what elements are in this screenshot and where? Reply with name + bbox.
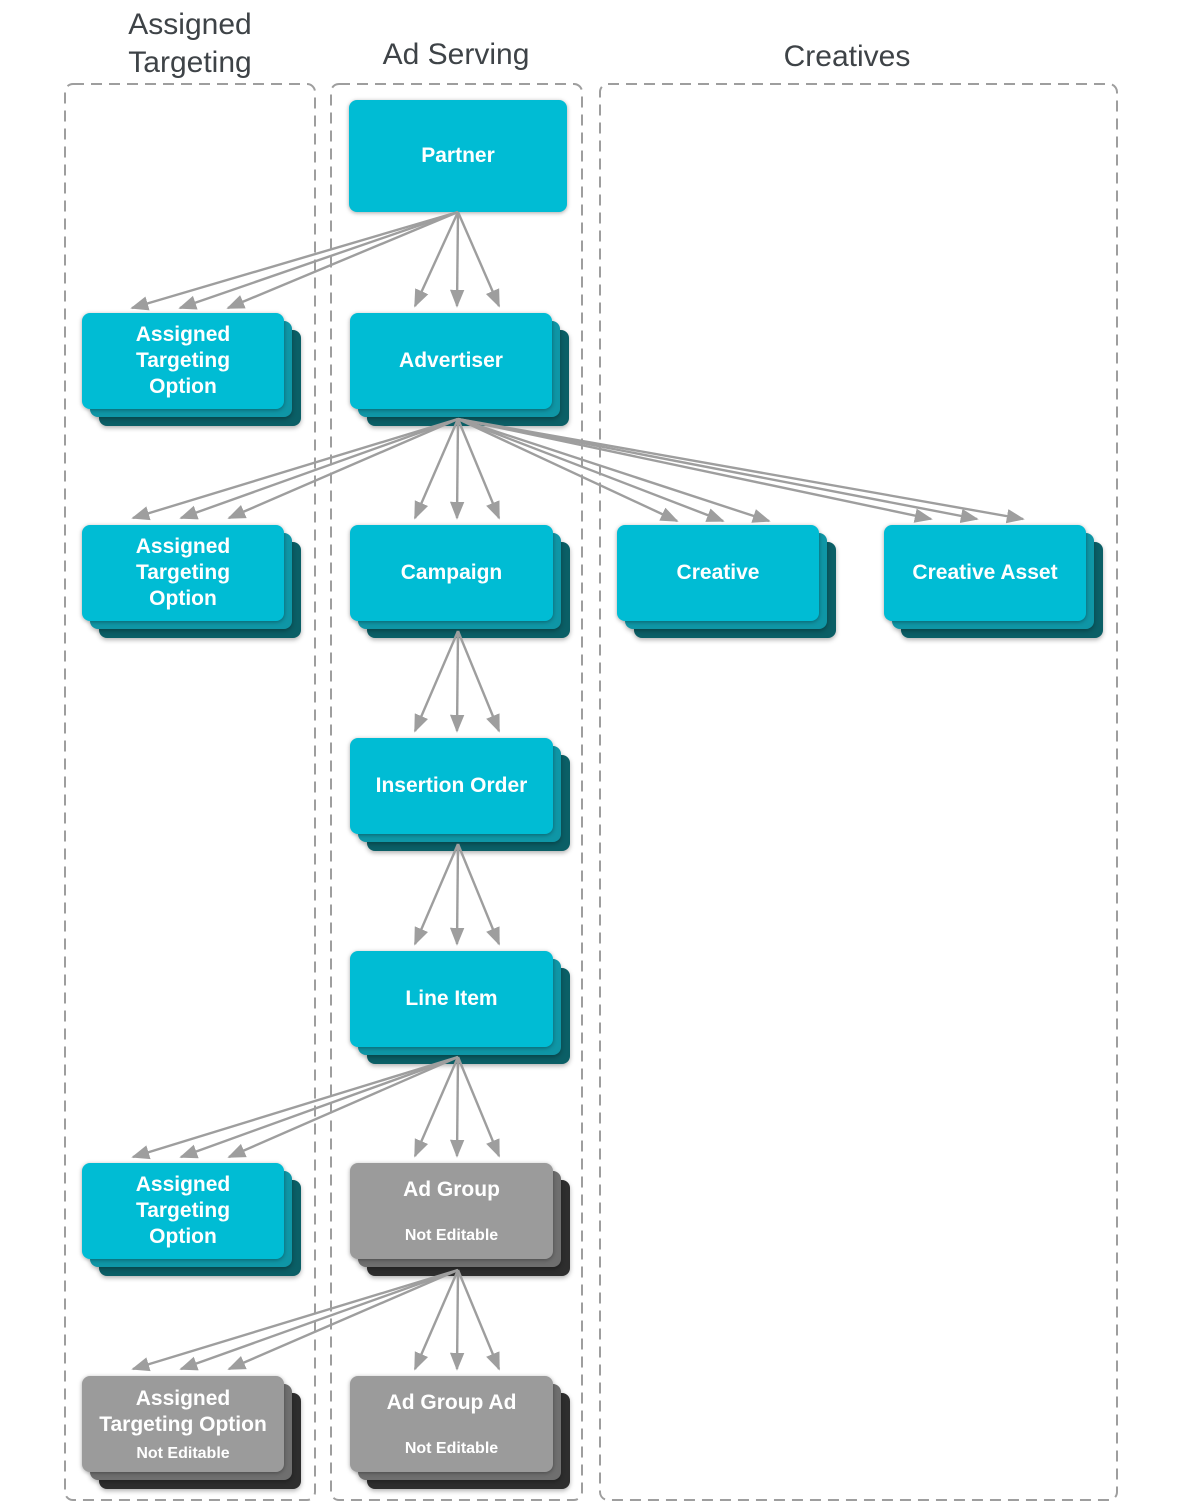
node-face: Advertiser	[350, 313, 552, 409]
node-label: Ad Group	[403, 1178, 500, 1201]
node-label: Assigned Targeting Option	[135, 1173, 231, 1248]
node-face: Insertion Order	[350, 738, 553, 834]
node-label: Partner	[421, 144, 495, 167]
column-frame-creatives	[599, 83, 1118, 1501]
node-line-item: Line Item	[350, 951, 570, 1064]
node-creative-asset: Creative Asset	[884, 525, 1103, 638]
column-header-creatives: Creatives	[783, 40, 911, 73]
node-label: Creative Asset	[912, 561, 1058, 584]
edge-advertiser-to-campaign	[413, 418, 501, 520]
edge-campaign-to-insertion-order	[413, 630, 501, 733]
node-label: Assigned Targeting Option	[135, 535, 231, 610]
column-header-ad-serving: Ad Serving	[382, 38, 530, 71]
node-face: Creative Asset	[884, 525, 1086, 621]
node-face: Assigned Targeting Option	[82, 313, 284, 409]
node-label: Ad Group Ad	[386, 1391, 517, 1414]
node-face: Partner	[349, 100, 567, 212]
edge-advertiser-to-creative	[457, 417, 771, 523]
node-label: Assigned Targeting Option	[99, 1386, 267, 1436]
edge-advertiser-to-assigned-targeting-option-2	[131, 417, 459, 521]
node-assigned-targeting-option-2: Assigned Targeting Option	[82, 525, 301, 638]
node-sublabel: Not Editable	[136, 1444, 230, 1462]
node-label: Advertiser	[399, 349, 503, 372]
node-assigned-targeting-option-1: Assigned Targeting Option	[82, 313, 301, 426]
node-label: Creative	[676, 561, 760, 584]
edge-ad-group-to-ad-group-ad	[413, 1269, 501, 1371]
edge-advertiser-to-creative-asset	[457, 417, 1025, 524]
node-face: Assigned Targeting Option	[82, 1163, 284, 1259]
node-campaign: Campaign	[350, 525, 570, 638]
node-face: Line Item	[350, 951, 553, 1047]
node-insertion-order: Insertion Order	[350, 738, 570, 851]
column-header-assigned-targeting: Assigned Targeting	[128, 8, 252, 79]
node-partner: Partner	[349, 100, 567, 212]
node-face: Campaign	[350, 525, 553, 621]
edge-line-item-to-assigned-targeting-option-3	[131, 1055, 459, 1160]
edge-ad-group-to-assigned-targeting-option-not-editable	[131, 1268, 459, 1372]
node-sublabel: Not Editable	[404, 1227, 499, 1244]
node-label: Assigned Targeting Option	[135, 323, 231, 398]
node-face: Assigned Targeting Option	[82, 525, 284, 621]
node-face: Ad Group Ad Not Editable	[350, 1376, 553, 1472]
edge-insertion-order-to-line-item	[413, 843, 501, 946]
node-advertiser: Advertiser	[350, 313, 569, 426]
edge-partner-to-advertiser	[413, 211, 501, 308]
node-label: Insertion Order	[375, 774, 528, 797]
column-frame-assigned-targeting	[64, 83, 316, 1501]
node-sublabel: Not Editable	[404, 1440, 499, 1457]
node-ad-group-ad: Ad Group Ad Not Editable	[350, 1376, 570, 1489]
edge-partner-to-assigned-targeting-option-1	[130, 210, 459, 311]
node-assigned-targeting-option-3: Assigned Targeting Option	[82, 1163, 301, 1276]
node-creative: Creative	[617, 525, 836, 638]
node-face: Creative	[617, 525, 819, 621]
node-label: Line Item	[405, 987, 498, 1010]
node-label: Campaign	[400, 561, 503, 584]
edge-line-item-to-ad-group	[413, 1056, 501, 1158]
